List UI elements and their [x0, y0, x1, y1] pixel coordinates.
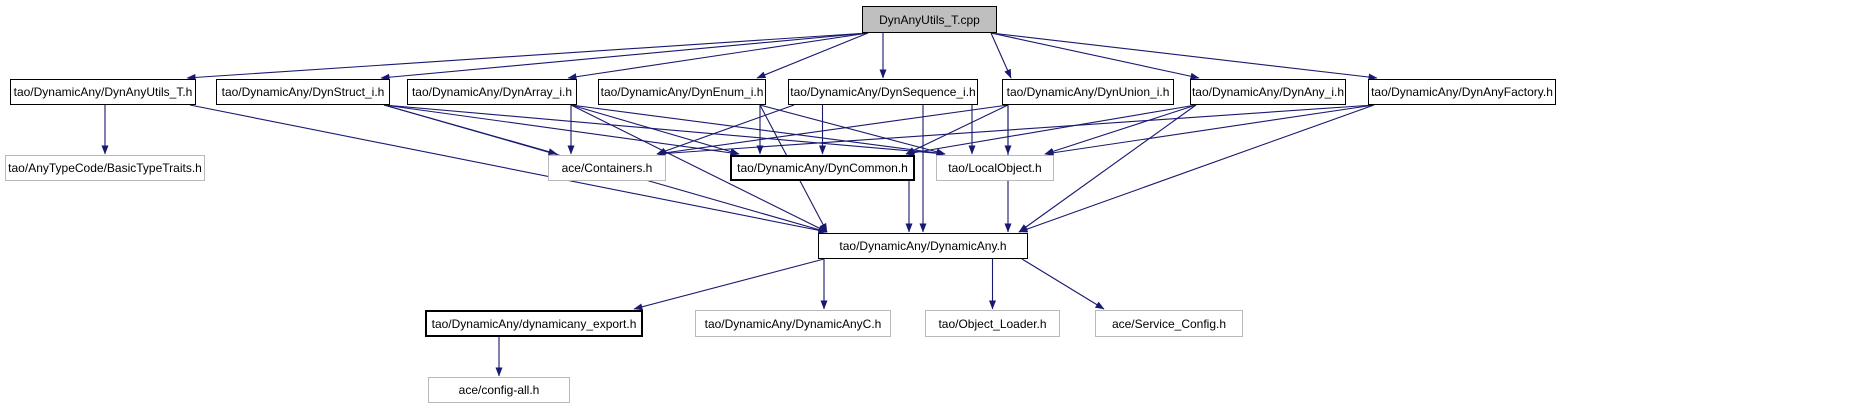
- edge-root-dynarray: [567, 32, 869, 81]
- graph-node-label: tao/DynamicAny/DynamicAny.h: [839, 239, 1007, 253]
- graph-node-dynamicanyc[interactable]: tao/DynamicAny/DynamicAnyC.h: [695, 310, 891, 337]
- edge-dynarray-dyncommon: [570, 104, 740, 155]
- graph-node-dynsequence[interactable]: tao/DynamicAny/DynSequence_i.h: [788, 79, 978, 105]
- graph-node-dynarray[interactable]: tao/DynamicAny/DynArray_i.h: [407, 79, 577, 105]
- graph-node-label: tao/DynamicAny/dynamicany_export.h: [431, 316, 637, 331]
- graph-node-label: ace/Containers.h: [561, 161, 653, 175]
- edge-dynstruct-dyncommon: [383, 104, 740, 157]
- graph-node-dynanyi[interactable]: tao/DynamicAny/DynAny_i.h: [1190, 79, 1346, 105]
- edge-dynanyfactory-containers: [656, 104, 1375, 157]
- edge-dynenum-localobject: [759, 104, 946, 156]
- edge-dynanyi-localobject: [1044, 104, 1197, 155]
- graph-node-configall[interactable]: ace/config-all.h: [428, 377, 570, 403]
- edge-root-dynunion: [990, 32, 1012, 79]
- graph-node-label: tao/DynamicAny/DynStruct_i.h: [221, 85, 385, 99]
- edge-dynamicany-export: [633, 258, 825, 311]
- edge-root-dynenum: [756, 32, 869, 79]
- graph-node-dynunion[interactable]: tao/DynamicAny/DynUnion_i.h: [1002, 79, 1174, 105]
- graph-node-label: tao/DynamicAny/DynCommon.h: [737, 161, 908, 175]
- graph-node-label: tao/DynamicAny/DynAnyUtils_T.h: [13, 85, 193, 99]
- graph-node-root[interactable]: DynAnyUtils_T.cpp: [862, 6, 997, 33]
- graph-node-label: DynAnyUtils_T.cpp: [879, 12, 980, 27]
- graph-node-label: tao/DynamicAny/DynEnum_i.h: [600, 85, 764, 99]
- graph-node-label: tao/AnyTypeCode/BasicTypeTraits.h: [8, 161, 202, 175]
- graph-node-objectloader[interactable]: tao/Object_Loader.h: [925, 310, 1060, 337]
- graph-node-label: tao/DynamicAny/DynAny_i.h: [1191, 85, 1345, 99]
- graph-node-dynstruct[interactable]: tao/DynamicAny/DynStruct_i.h: [216, 79, 390, 105]
- edge-dynamicany-serviceconfig: [1021, 258, 1105, 310]
- graph-node-localobject[interactable]: tao/LocalObject.h: [936, 155, 1054, 181]
- edge-dynunion-containers: [656, 104, 1009, 157]
- edge-dynanyi-dynamicany: [1018, 104, 1197, 233]
- graph-node-dyncommon[interactable]: tao/DynamicAny/DynCommon.h: [730, 155, 915, 181]
- edge-root-utilsh: [186, 32, 869, 81]
- edge-dynarray-dynamicany: [570, 104, 828, 233]
- edge-dynanyi-dyncommon: [905, 104, 1197, 157]
- graph-node-label: tao/LocalObject.h: [948, 161, 1042, 175]
- graph-node-basictypetraits[interactable]: tao/AnyTypeCode/BasicTypeTraits.h: [5, 155, 205, 181]
- edge-dynunion-dyncommon: [905, 104, 1009, 155]
- edge-dynstruct-localobject: [383, 104, 946, 157]
- graph-node-dynanyfactory[interactable]: tao/DynamicAny/DynAnyFactory.h: [1368, 79, 1556, 105]
- edge-dynanyfactory-localobject: [1044, 104, 1375, 157]
- edge-root-dynanyi: [990, 32, 1200, 80]
- graph-node-label: ace/config-all.h: [458, 383, 540, 397]
- graph-node-utilsh[interactable]: tao/DynamicAny/DynAnyUtils_T.h: [10, 79, 196, 105]
- edge-dynanyfactory-dynamicany: [1018, 104, 1375, 233]
- graph-node-export[interactable]: tao/DynamicAny/dynamicany_export.h: [425, 310, 643, 337]
- graph-node-dynenum[interactable]: tao/DynamicAny/DynEnum_i.h: [598, 79, 766, 105]
- graph-node-label: tao/DynamicAny/DynAnyFactory.h: [1371, 85, 1553, 99]
- graph-node-label: tao/DynamicAny/DynUnion_i.h: [1006, 85, 1170, 99]
- graph-node-label: tao/DynamicAny/DynSequence_i.h: [790, 85, 976, 99]
- edge-root-dynstruct: [380, 32, 869, 81]
- graph-node-dynamicany[interactable]: tao/DynamicAny/DynamicAny.h: [818, 233, 1028, 259]
- edge-root-dynanyfactory: [990, 32, 1378, 81]
- graph-node-containers[interactable]: ace/Containers.h: [548, 155, 666, 181]
- graph-node-label: ace/Service_Config.h: [1111, 316, 1227, 331]
- edge-dynsequence-containers: [656, 104, 795, 155]
- graph-node-label: tao/DynamicAny/DynamicAnyC.h: [704, 316, 882, 331]
- graph-node-label: tao/DynamicAny/DynArray_i.h: [411, 85, 573, 99]
- graph-node-serviceconfig[interactable]: ace/Service_Config.h: [1095, 310, 1243, 337]
- edge-utilsh-dynamicany: [189, 104, 828, 234]
- graph-node-label: tao/Object_Loader.h: [938, 316, 1047, 331]
- edge-dynarray-localobject: [570, 104, 946, 157]
